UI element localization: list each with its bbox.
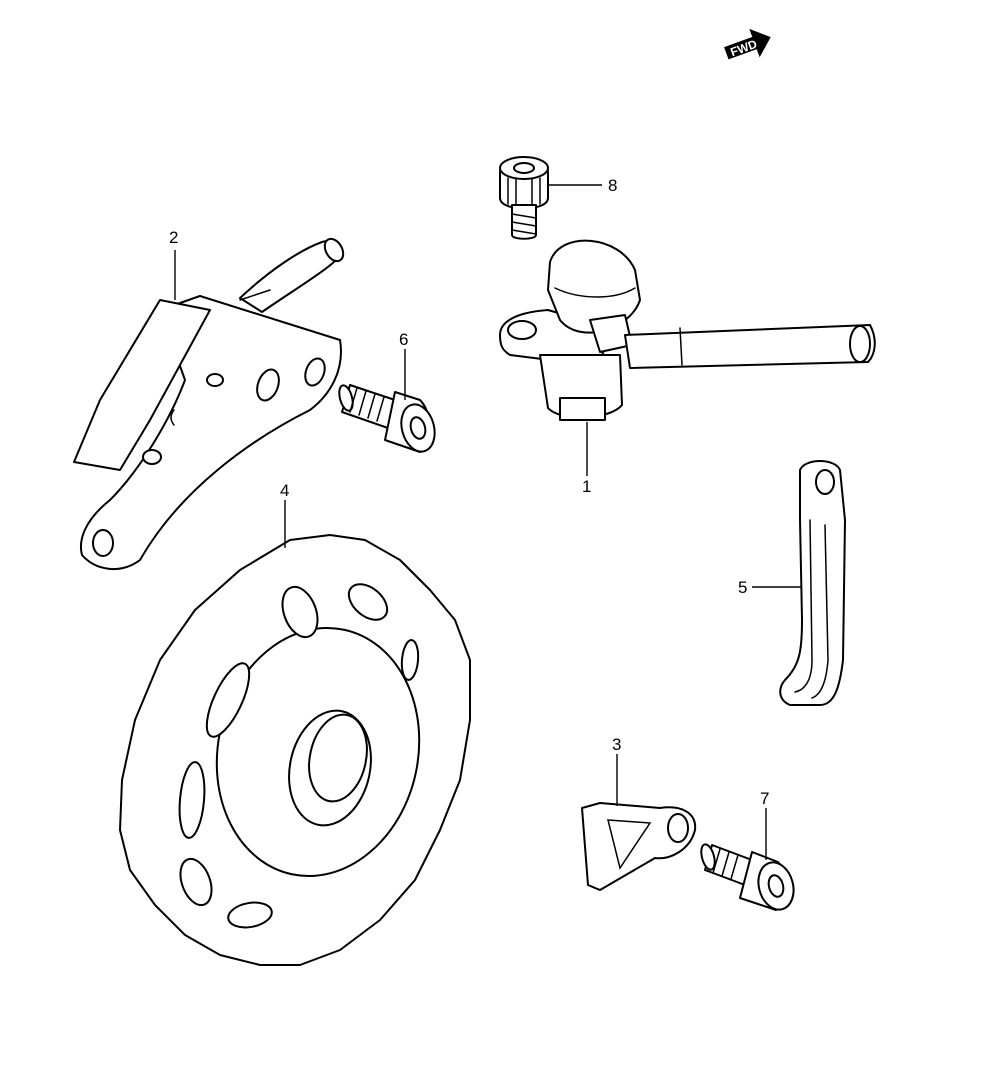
part-5-clamp — [779, 460, 846, 706]
callout-6-label: 6 — [399, 330, 408, 349]
part-1-sensor — [499, 239, 876, 421]
part-2-crank-sensor — [73, 237, 345, 571]
callout-8-label: 8 — [608, 176, 617, 195]
part-3-bracket — [581, 802, 697, 891]
callout-6: 6 — [399, 330, 408, 400]
callout-3: 3 — [612, 735, 621, 806]
callout-5-label: 5 — [738, 578, 747, 597]
part-8-bolt — [499, 156, 549, 240]
part-6-bolt — [338, 384, 436, 453]
callout-5: 5 — [738, 578, 802, 597]
callout-1: 1 — [582, 422, 591, 496]
callout-8: 8 — [549, 176, 617, 195]
part-4-sprocket — [119, 534, 471, 966]
fwd-badge-text: FWD — [728, 37, 759, 60]
fwd-arrow-icon: FWD — [724, 28, 771, 60]
callout-1-label: 1 — [582, 477, 591, 496]
callout-2-label: 2 — [169, 228, 178, 247]
part-7-bolt — [700, 843, 795, 911]
callout-3-label: 3 — [612, 735, 621, 754]
callout-4-label: 4 — [280, 481, 289, 500]
callout-7-label: 7 — [760, 789, 769, 808]
callout-2: 2 — [169, 228, 178, 300]
callout-7: 7 — [760, 789, 769, 860]
callout-4: 4 — [280, 481, 289, 548]
